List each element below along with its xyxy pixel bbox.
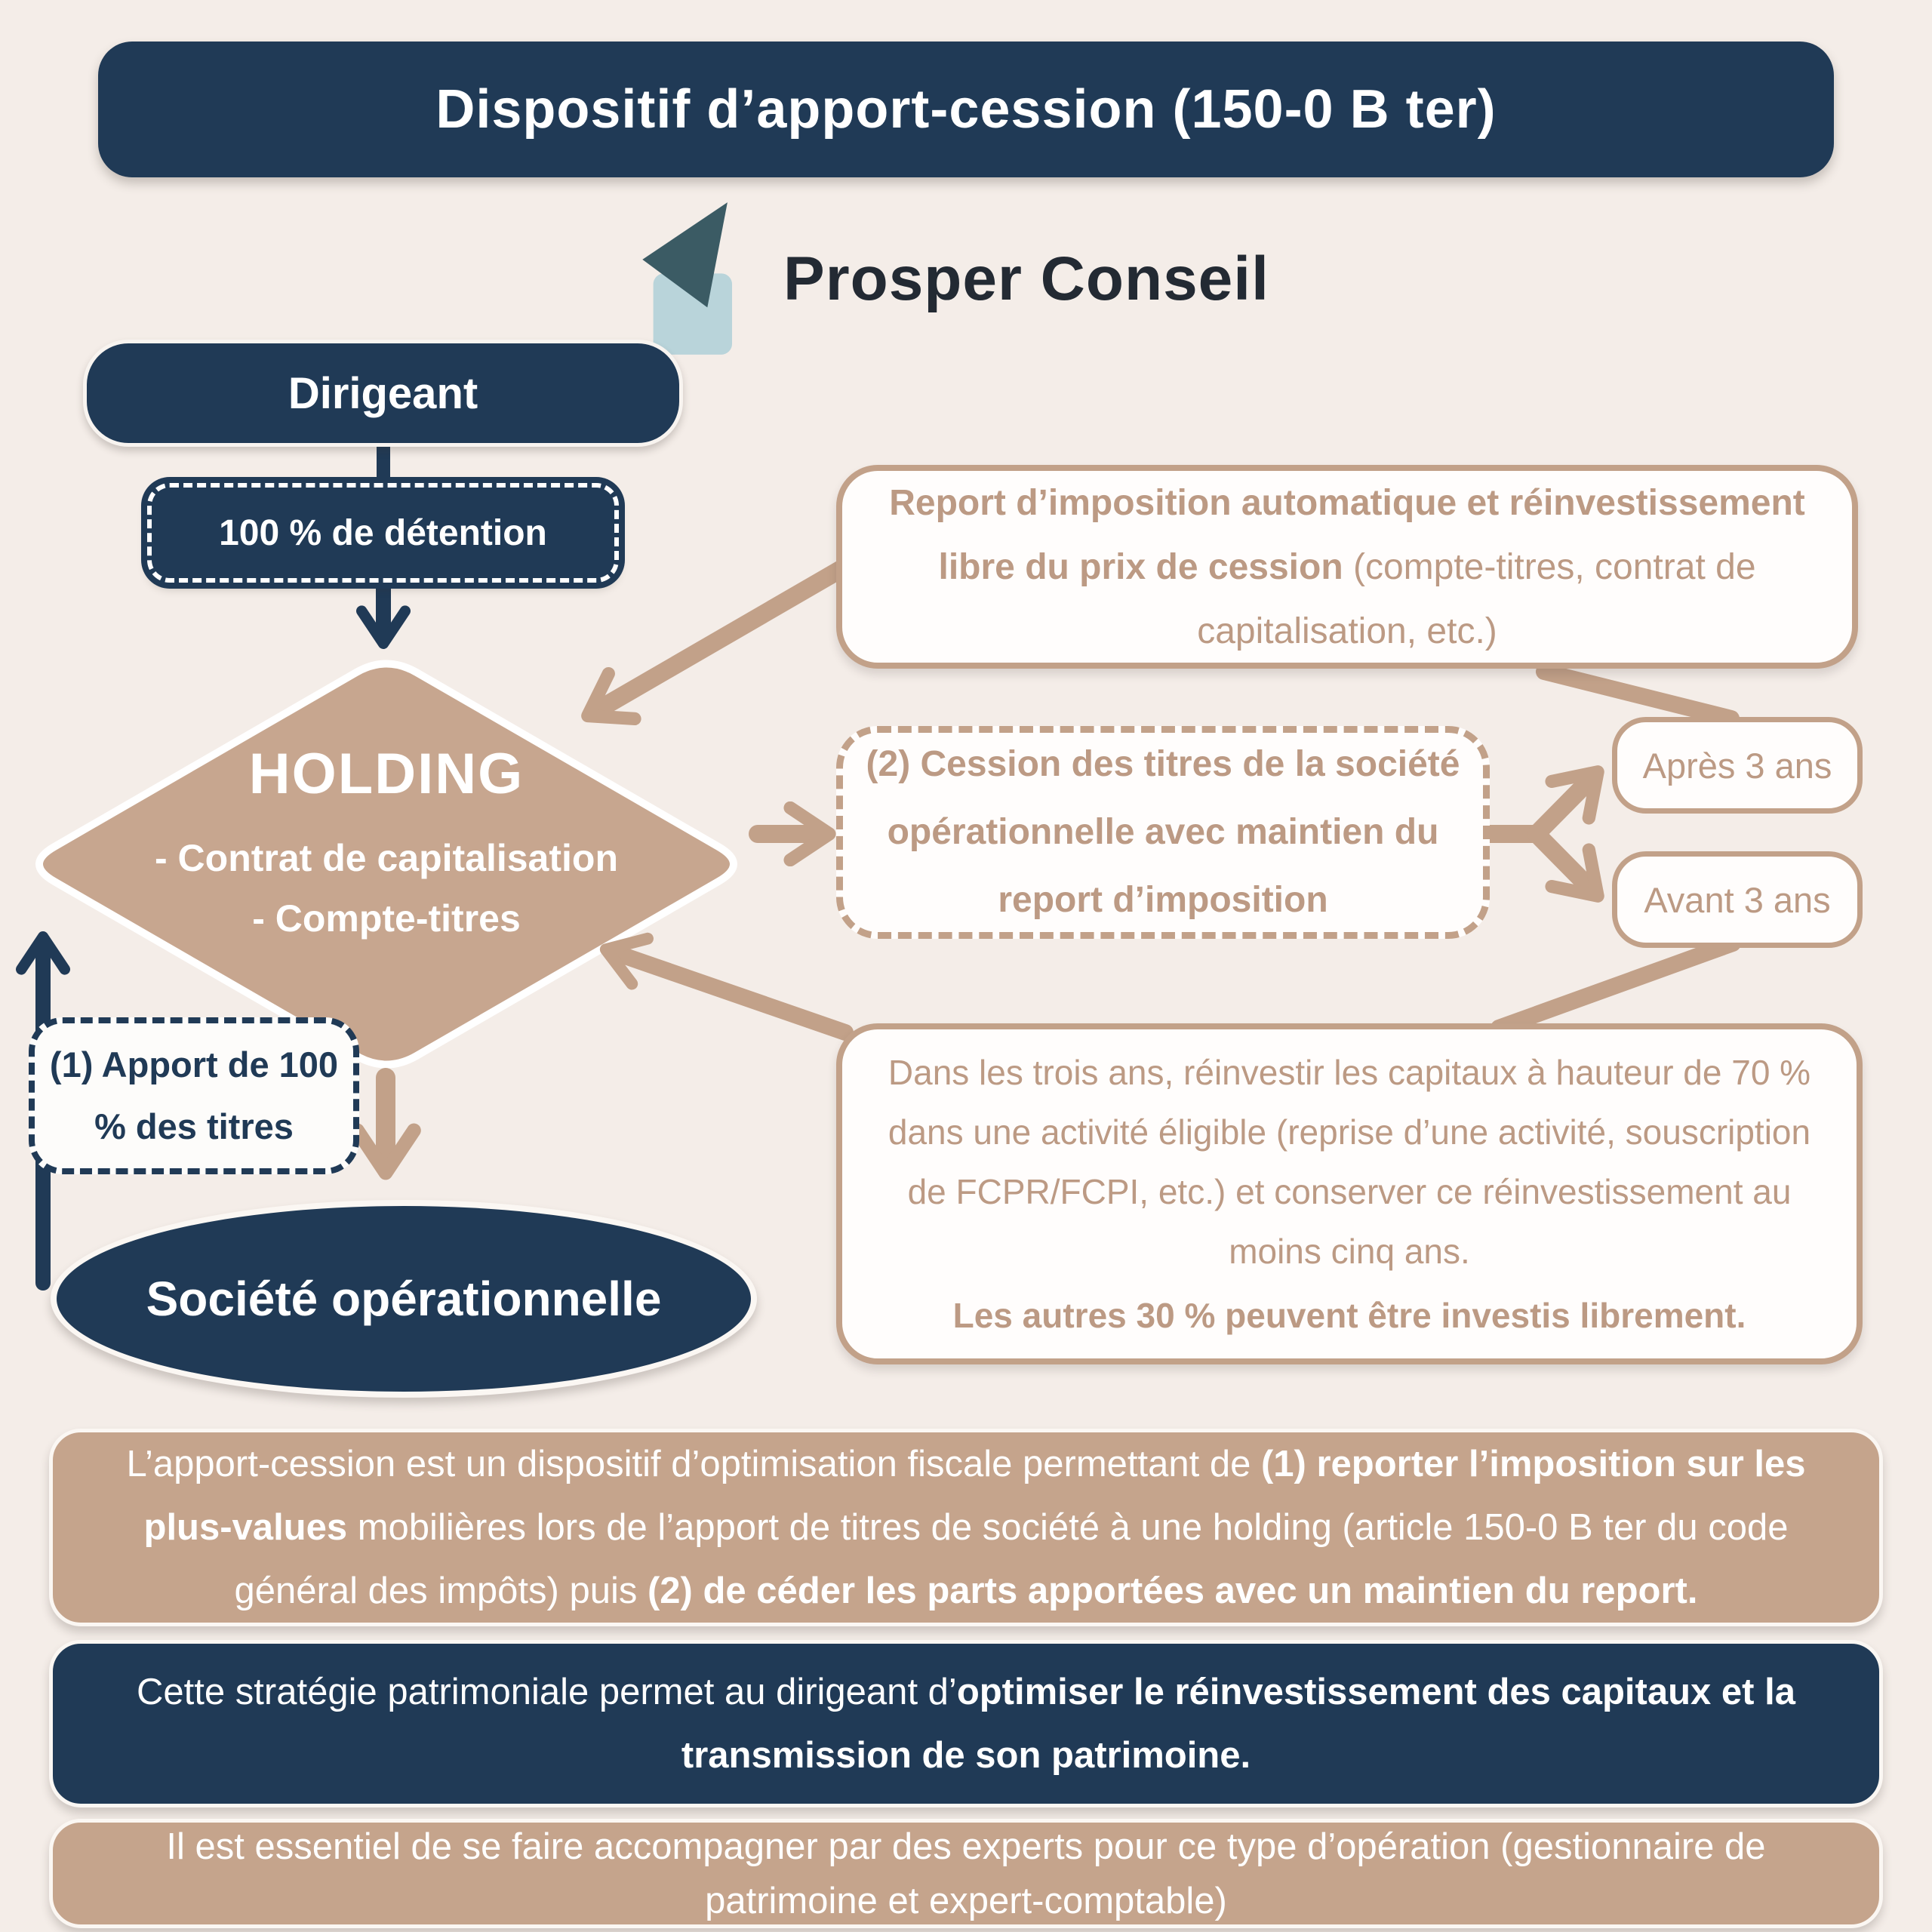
node-detention: 100 % de détention xyxy=(147,483,619,583)
node-detention-label: 100 % de détention xyxy=(219,512,547,553)
box1-normal-2: mobilières lors de l’apport de titres de… xyxy=(234,1507,1789,1611)
box1-bold-2: (2) de céder les parts apportées avec un… xyxy=(647,1571,1698,1611)
node-holding: HOLDING - Contrat de capitalisation - Co… xyxy=(47,741,726,949)
summary-box-experts: Il est essentiel de se faire accompagner… xyxy=(49,1819,1883,1928)
node-societe-operationnelle: Société opérationnelle xyxy=(51,1200,757,1398)
node-apres-3-ans: Après 3 ans xyxy=(1612,717,1863,814)
holding-title: HOLDING xyxy=(248,742,525,806)
node-dirigeant: Dirigeant xyxy=(83,340,683,447)
connector-report-apres xyxy=(1536,663,1740,727)
node-cession-label: (2) Cession des titres de la société opé… xyxy=(866,744,1460,920)
node-apport: (1) Apport de 100 % des titres xyxy=(29,1017,359,1174)
societe-label: Société opérationnelle xyxy=(146,1272,662,1326)
brand-logo: Prosper Conseil xyxy=(634,198,1269,360)
node-cession: (2) Cession des titres de la société opé… xyxy=(836,726,1490,939)
avant-label: Avant 3 ans xyxy=(1644,879,1831,920)
summary-box-strategie: Cette stratégie patrimoniale permet au d… xyxy=(49,1640,1883,1807)
arrow-report-holding xyxy=(581,553,862,726)
paper-plane-icon xyxy=(642,202,733,355)
summary-box-2-text: Cette stratégie patrimoniale permet au d… xyxy=(98,1660,1834,1787)
node-dirigeant-label: Dirigeant xyxy=(288,368,478,418)
callout-reinvestissement: Dans les trois ans, réinvestir les capit… xyxy=(836,1023,1863,1364)
reinvest-bold-text: Les autres 30 % peuvent être investis li… xyxy=(952,1295,1746,1335)
holding-item-capitalisation: - Contrat de capitalisation xyxy=(155,837,618,879)
node-avant-3-ans: Avant 3 ans xyxy=(1612,851,1863,948)
arrow-fork-avant xyxy=(1527,825,1604,903)
summary-box-1-text: L’apport-cession est un dispositif d’opt… xyxy=(98,1432,1834,1623)
connector-avant-reinvest xyxy=(1491,935,1741,1036)
box1-bold-1: (1) reporter l’imposition sur les plus-v… xyxy=(143,1444,1806,1548)
callout-report-text: Report d’imposition automatique et réinv… xyxy=(888,471,1807,663)
reinvest-normal-text: Dans les trois ans, réinvestir les capit… xyxy=(888,1052,1811,1271)
holding-diamond xyxy=(35,660,737,1069)
box1-normal-1: L’apport-cession est un dispositif d’opt… xyxy=(126,1444,1261,1484)
title-banner: Dispositif d’apport-cession (150-0 B ter… xyxy=(98,42,1834,177)
report-bold-text: Report d’imposition automatique et réinv… xyxy=(889,482,1805,587)
brand-name: Prosper Conseil xyxy=(783,244,1269,313)
box2-bold-1: optimiser le réinvestissement des capita… xyxy=(681,1672,1795,1776)
arrow-fork-apres xyxy=(1527,765,1604,843)
summary-box-apport-cession: L’apport-cession est un dispositif d’opt… xyxy=(49,1429,1883,1626)
report-normal-text: (compte-titres, contrat de capitalisatio… xyxy=(1197,546,1756,651)
callout-report-imposition: Report d’imposition automatique et réinv… xyxy=(836,465,1858,669)
holding-item-compte-titres: - Compte-titres xyxy=(252,897,521,940)
apres-label: Après 3 ans xyxy=(1642,745,1832,786)
summary-box-3-text: Il est essentiel de se faire accompagner… xyxy=(166,1826,1766,1921)
arrow-reinvest-holding xyxy=(599,932,854,1041)
node-apport-label: (1) Apport de 100 % des titres xyxy=(49,1044,339,1146)
box2-normal-1: Cette stratégie patrimoniale permet au d… xyxy=(137,1672,957,1712)
page-title: Dispositif d’apport-cession (150-0 B ter… xyxy=(435,79,1497,140)
